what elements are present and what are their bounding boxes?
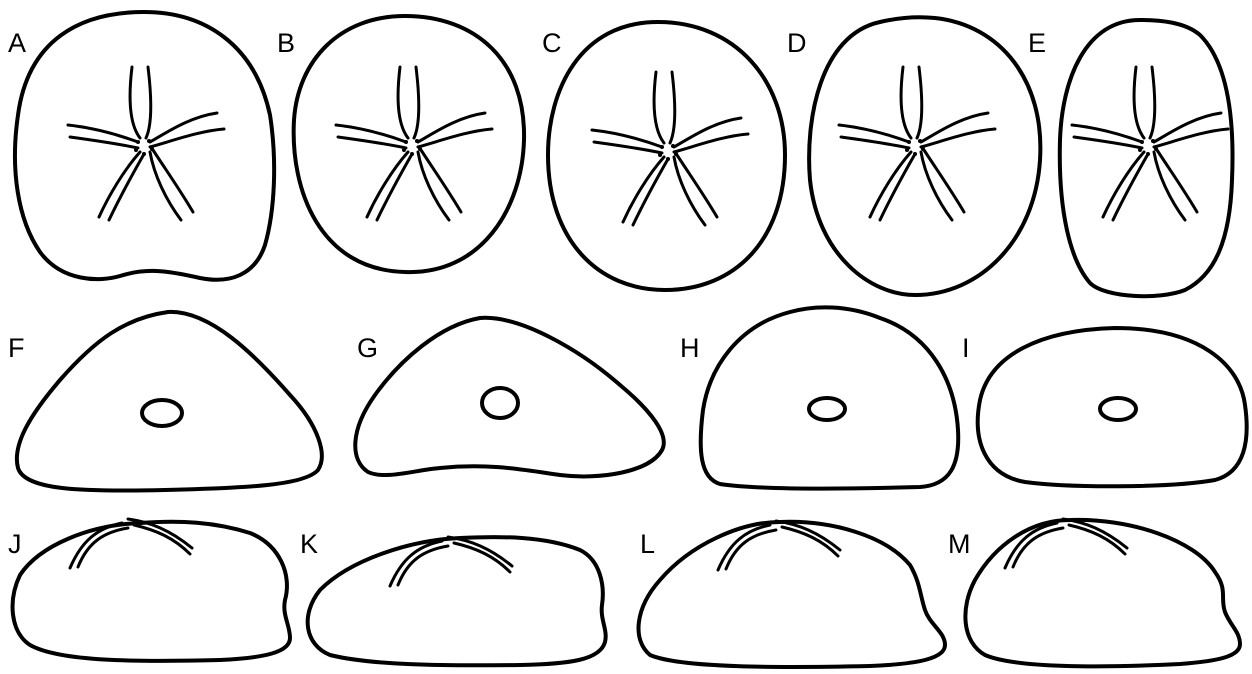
panel-label-k: K bbox=[300, 529, 318, 559]
panel-d-aboral-view: D bbox=[787, 17, 1040, 295]
panel-a-aboral-view: A bbox=[8, 12, 274, 280]
panel-label-b: B bbox=[277, 28, 295, 58]
panel-label-d: D bbox=[787, 28, 807, 58]
panel-e-aboral-view: E bbox=[1028, 20, 1233, 296]
panel-label-i: I bbox=[962, 333, 970, 363]
panel-l-lateral-view: L bbox=[639, 521, 945, 667]
panel-label-e: E bbox=[1028, 28, 1046, 58]
panel-i-oral-view: I bbox=[962, 328, 1247, 486]
panel-b-aboral-view: B bbox=[277, 16, 524, 272]
panel-h-oral-view: H bbox=[680, 307, 958, 488]
panel-label-m: M bbox=[948, 529, 971, 559]
panel-label-h: H bbox=[680, 333, 700, 363]
panel-label-c: C bbox=[542, 28, 562, 58]
panel-label-a: A bbox=[8, 28, 26, 58]
panel-label-j: J bbox=[8, 529, 22, 559]
panel-m-lateral-view: M bbox=[948, 519, 1240, 666]
panel-c-aboral-view: C bbox=[542, 22, 785, 290]
panel-j-lateral-view: J bbox=[8, 519, 290, 661]
panel-g-oral-view: G bbox=[355, 318, 664, 477]
panel-label-l: L bbox=[640, 529, 655, 559]
panel-k-lateral-view: K bbox=[300, 529, 606, 665]
panel-label-f: F bbox=[8, 333, 25, 363]
panel-label-g: G bbox=[357, 333, 378, 363]
panel-f-oral-view: F bbox=[8, 312, 322, 491]
